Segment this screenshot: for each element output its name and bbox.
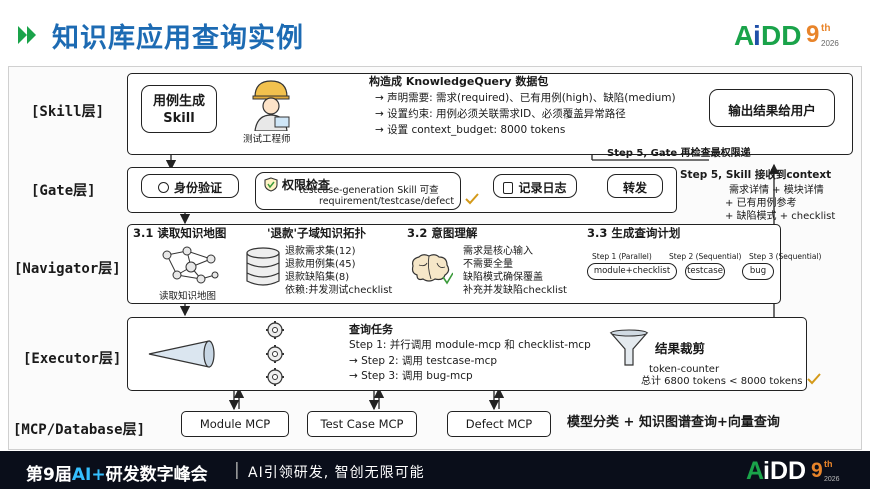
gear-icons — [266, 321, 284, 386]
query-line-1: → 声明需要: 需求(required)、已有用例(high)、缺陷(mediu… — [375, 92, 676, 104]
svg-text:2026: 2026 — [821, 39, 839, 48]
context-line-3: + 缺陷模式 + checklist — [725, 211, 836, 222]
query-line-3: → 设置 context_budget: 8000 tokens — [375, 124, 566, 136]
play-arrow-icon — [18, 26, 36, 44]
trim-funnel-icon — [609, 329, 649, 366]
expand-line-2: 退款用例集(45) — [285, 259, 356, 270]
user-icon — [157, 182, 169, 193]
database-icon — [246, 247, 280, 286]
skill-box-line2: Skill — [163, 111, 195, 126]
layer-label-mcp: [MCP/Database层] — [13, 422, 146, 438]
task-title: 查询任务 — [349, 323, 393, 336]
footer-separator: | — [234, 460, 240, 480]
permission-detail-2: requirement/testcase/defect — [319, 196, 455, 207]
auth-box: 身份验证 — [141, 174, 239, 198]
svg-text:th: th — [821, 23, 830, 34]
s33-node-1: module+checklist — [587, 263, 677, 280]
footer-conference: 第9届AI+研发数字峰会 — [26, 460, 208, 485]
module-mcp-box: Module MCP — [181, 411, 289, 437]
s32-title: 3.2 意图理解 — [407, 226, 478, 240]
context-line-1: 需求详情 + 模块详情 — [729, 185, 824, 196]
svg-text:2026: 2026 — [824, 476, 840, 483]
engineer-icon — [252, 80, 290, 131]
svg-text:DD: DD — [770, 457, 806, 485]
output-box: 输出结果给用户 — [709, 89, 835, 127]
s33-step-2: Step 2 (Sequential) — [669, 252, 742, 261]
permission-box: 权限检查 — [255, 172, 461, 210]
svg-text:A: A — [734, 20, 754, 50]
brain-icon — [411, 254, 453, 285]
s33-node-3: bug — [742, 263, 774, 280]
auth-label: 身份验证 — [173, 181, 222, 195]
expand-line-3: 退款缺陷集(8) — [285, 272, 350, 283]
skill-box-line1: 用例生成 — [152, 94, 205, 109]
counter-label: token-counter — [649, 364, 720, 375]
counter-total: 总计 6800 tokens < 8000 tokens — [641, 376, 803, 387]
context-line-2: + 已有用例参考 — [725, 198, 797, 209]
checkmark-icon — [465, 193, 479, 205]
log-icon — [503, 182, 514, 194]
footer-conf-suffix: 研发数字峰会 — [105, 465, 208, 485]
layer-label-gate: [Gate层] — [31, 183, 96, 199]
engineer-caption: 测试工程师 — [243, 134, 291, 145]
diagram-canvas: [Skill层] [Gate层] [Navigator层] [Executor层… — [8, 66, 862, 450]
footer: 第9届AI+研发数字峰会 | AI引领研发, 智创无限可能 A i DD 9 t… — [0, 451, 870, 489]
funnel-icon — [148, 340, 215, 368]
trim-title: 结果裁剪 — [655, 341, 706, 356]
svg-text:A: A — [746, 457, 764, 485]
footer-conf-prefix: 第9届 — [26, 465, 72, 485]
expand-line-4: 依赖:并发测试checklist — [285, 285, 393, 296]
log-box: 记录日志 — [493, 174, 577, 198]
s32-line-1: 需求是核心输入 — [463, 246, 533, 257]
expand-line-1: 退款需求集(12) — [285, 246, 356, 257]
s33-title: 3.3 生成查询计划 — [587, 226, 681, 240]
step5-gate-note: Step 5, Gate 再检查最权限递 — [607, 148, 751, 159]
task-line-3: → Step 3: 调用 bug-mcp — [349, 370, 473, 382]
s31-caption: 读取知识地图 — [159, 291, 217, 302]
svg-text:i: i — [763, 457, 770, 485]
s33-node-2: testcase — [685, 263, 725, 280]
defect-mcp-box: Defect MCP — [447, 411, 551, 437]
layer-label-navigator: [Navigator层] — [14, 261, 121, 277]
layer-label-skill: [Skill层] — [31, 104, 105, 120]
mcp-summary: 模型分类 + 知识图谱查询+向量查询 — [567, 415, 780, 430]
footer-aidd-logo: A i DD 9 th 2026 — [746, 457, 840, 485]
shield-check-icon — [264, 177, 278, 192]
svg-text:9: 9 — [811, 459, 823, 482]
title-bar: 知识库应用查询实例 A i DD 9 th 2026 — [0, 0, 870, 66]
skill-box: 用例生成 Skill — [141, 85, 217, 133]
executor-layer-box — [127, 317, 807, 391]
svg-text:DD: DD — [761, 20, 801, 50]
s32-line-3: 缺陷模式确保覆盖 — [463, 272, 543, 283]
log-label: 记录日志 — [518, 181, 567, 195]
task-line-2: → Step 2: 调用 testcase-mcp — [349, 355, 498, 367]
forward-box: 转发 — [607, 174, 663, 198]
query-line-2: → 设置约束: 用例必须关联需求ID、必须覆盖异常路径 — [375, 108, 626, 120]
svg-text:9: 9 — [806, 21, 819, 48]
footer-slogan: AI引领研发, 智创无限可能 — [248, 465, 425, 481]
svg-text:i: i — [753, 20, 761, 50]
s32-line-2: 不需要全量 — [463, 259, 513, 270]
query-title: 构造成 KnowledgeQuery 数据包 — [369, 75, 549, 88]
s32-line-4: 补充并发缺陷checklist — [463, 285, 567, 296]
s33-step-1: Step 1 (Parallel) — [592, 252, 652, 261]
permission-detail-1: testcase-generation Skill 可查 — [299, 185, 439, 196]
page-title: 知识库应用查询实例 — [52, 23, 304, 54]
footer-conf-ai: AI+ — [71, 465, 106, 485]
counter-checkmark-icon — [807, 373, 821, 385]
s33-step-3: Step 3 (Sequential) — [749, 252, 822, 261]
graph-icon — [162, 246, 219, 284]
expand-title: '退款'子域知识拓扑 — [267, 226, 367, 240]
svg-text:th: th — [824, 459, 833, 469]
s31-title: 3.1 读取知识地图 — [133, 226, 227, 240]
layer-label-executor: [Executor层] — [23, 351, 122, 367]
aidd-logo: A i DD 9 th 2026 — [734, 20, 839, 50]
step5-skill-note: Step 5, Skill 接收到context — [680, 169, 832, 181]
testcase-mcp-box: Test Case MCP — [307, 411, 417, 437]
task-line-1: Step 1: 并行调用 module-mcp 和 checklist-mcp — [349, 339, 591, 351]
permission-label: 权限检查 — [282, 178, 331, 192]
